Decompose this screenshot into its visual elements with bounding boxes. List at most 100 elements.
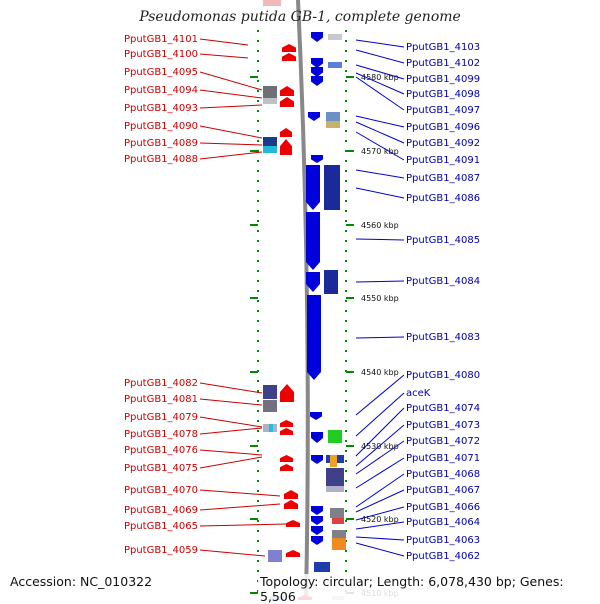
left-gene-label: PputGB1_4075: [124, 463, 198, 474]
right-gene-label: PputGB1_4099: [406, 74, 480, 85]
left-gene-label: PputGB1_4100: [124, 49, 198, 60]
track-dot: [345, 380, 347, 382]
track-dot: [345, 560, 347, 562]
reverse-gene: [311, 58, 323, 68]
track-dot: [345, 450, 347, 452]
scale-tick: [346, 297, 354, 299]
track-dot: [345, 90, 347, 92]
track-dot: [257, 430, 259, 432]
reverse-gene: [307, 295, 321, 380]
right-leader-line: [355, 521, 405, 530]
track-dot: [345, 520, 347, 522]
left-gene-label: PputGB1_4088: [124, 154, 198, 165]
left-gene-label: PputGB1_4082: [124, 378, 198, 389]
forward-gene: [280, 139, 292, 155]
scale-tick-label: 4540 kbp: [361, 368, 399, 377]
reverse-gene: [311, 432, 323, 443]
reverse-gene: [308, 112, 320, 121]
track-dot: [345, 500, 347, 502]
forward-gene: [284, 490, 298, 499]
forward-gene: [280, 455, 293, 462]
scale-tick: [250, 445, 258, 447]
track-dot: [257, 330, 259, 332]
feature-block: [326, 112, 340, 121]
scale-tick: [250, 371, 258, 373]
left-leader-line: [199, 125, 263, 139]
left-leader-line: [199, 523, 287, 527]
right-gene-label: PputGB1_4062: [406, 551, 480, 562]
track-dot: [257, 550, 259, 552]
left-leader-line: [199, 489, 281, 497]
reverse-gene: [311, 506, 323, 515]
feature-block: [268, 550, 282, 562]
right-leader-line: [355, 39, 405, 48]
scale-tick: [250, 297, 258, 299]
track-dot: [345, 440, 347, 442]
track-dot: [345, 180, 347, 182]
right-gene-label: PputGB1_4096: [406, 122, 480, 133]
right-leader-line: [355, 280, 405, 283]
left-gene-label: PputGB1_4090: [124, 121, 198, 132]
right-gene-label: PputGB1_4067: [406, 485, 480, 496]
track-dot: [257, 420, 259, 422]
right-gene-label: PputGB1_4073: [406, 420, 480, 431]
left-gene-label: PputGB1_4065: [124, 521, 198, 532]
feature-block: [263, 86, 277, 98]
track-dot: [257, 170, 259, 172]
feature-block: [263, 146, 277, 153]
left-gene-label: PputGB1_4059: [124, 545, 198, 556]
track-dot: [257, 570, 259, 572]
genome-backbone: [296, 0, 310, 600]
right-gene-label: PputGB1_4086: [406, 193, 480, 204]
scale-tick: [346, 150, 354, 152]
reverse-gene: [306, 165, 320, 210]
track-dot: [257, 180, 259, 182]
track-dot: [257, 280, 259, 282]
left-leader-line: [199, 398, 263, 406]
right-leader-line: [355, 238, 405, 241]
right-leader-line: [355, 457, 405, 489]
scale-tick: [346, 224, 354, 226]
track-dot: [257, 390, 259, 392]
feature-block: [332, 530, 346, 538]
track-dot: [345, 460, 347, 462]
track-dot: [345, 30, 347, 32]
feature-block: [263, 137, 277, 146]
track-dot: [257, 190, 259, 192]
left-gene-label: PputGB1_4101: [124, 34, 198, 45]
feature-block: [324, 270, 338, 294]
reverse-gene: [311, 536, 323, 545]
track-dot: [257, 490, 259, 492]
accession-text: Accession: NC_010322: [8, 574, 155, 589]
track-dot: [345, 280, 347, 282]
reverse-gene: [310, 412, 322, 420]
track-dot: [257, 130, 259, 132]
track-dot: [257, 310, 259, 312]
track-dot: [345, 490, 347, 492]
feature-block: [263, 0, 281, 6]
track-dot: [345, 320, 347, 322]
track-dot: [257, 320, 259, 322]
track-dot: [257, 540, 259, 542]
track-dot: [257, 70, 259, 72]
track-dot: [345, 40, 347, 42]
feature-block: [332, 518, 344, 524]
left-leader-line: [199, 104, 263, 109]
forward-gene: [282, 53, 296, 61]
track-dot: [257, 30, 259, 32]
track-dot: [257, 440, 259, 442]
right-gene-label: PputGB1_4091: [406, 155, 480, 166]
right-leader-line: [355, 489, 405, 513]
track-dot: [257, 530, 259, 532]
reverse-gene: [311, 526, 323, 535]
right-leader-line: [355, 76, 405, 111]
track-dot: [257, 250, 259, 252]
left-leader-line: [199, 456, 263, 469]
left-leader-line: [199, 89, 263, 99]
right-leader-line: [355, 506, 405, 521]
track-dot: [257, 350, 259, 352]
right-gene-label: PputGB1_4098: [406, 89, 480, 100]
track-dot: [345, 60, 347, 62]
left-leader-line: [199, 382, 263, 394]
left-leader-line: [199, 549, 266, 557]
